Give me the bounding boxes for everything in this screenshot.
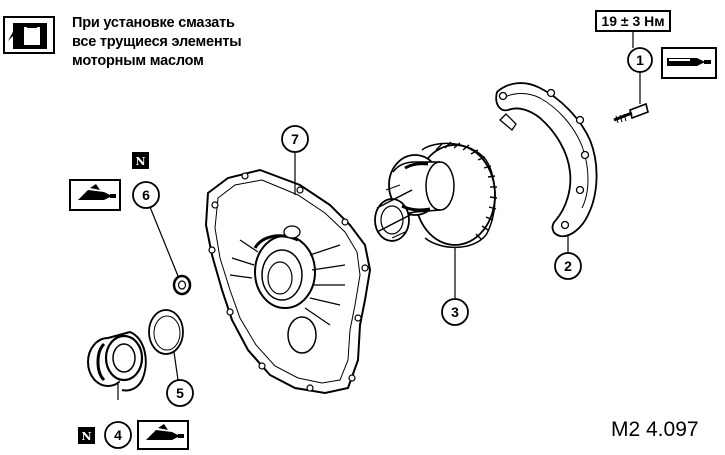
gear-assembly-part	[374, 141, 498, 249]
new-part-badge: N	[78, 427, 95, 444]
callout-2: 2	[554, 252, 582, 280]
callout-3: 3	[441, 298, 469, 326]
small-seal-part	[172, 274, 192, 296]
bolt-part	[613, 102, 649, 124]
callout-7: 7	[281, 125, 309, 153]
svg-text:3: 3	[451, 304, 459, 320]
callout-4: 4	[104, 421, 132, 449]
callout-5: 5	[166, 379, 194, 407]
badge-label: N	[81, 430, 91, 443]
svg-text:2: 2	[564, 258, 572, 274]
svg-text:1: 1	[636, 52, 644, 68]
svg-text:4: 4	[114, 427, 122, 443]
svg-text:6: 6	[142, 187, 150, 203]
oil-seal-part	[87, 330, 147, 392]
callout-1: 1	[627, 47, 653, 73]
svg-text:5: 5	[176, 385, 184, 401]
badge-label: N	[135, 155, 145, 168]
leader-line-5	[173, 351, 179, 381]
leader-line-6	[149, 206, 179, 277]
lubrication-note: При установке смазать все трущиеся элеме…	[72, 14, 242, 71]
svg-text:7: 7	[291, 131, 299, 147]
grease-gun-icon	[69, 179, 121, 211]
housing-cover-part	[204, 168, 372, 395]
figure-code: M2 4.097	[611, 418, 699, 441]
note-line-3: моторным маслом	[72, 53, 204, 69]
washer-part	[148, 309, 184, 355]
callout-6: 6	[132, 181, 160, 209]
grease-gun-icon	[137, 420, 189, 450]
oil-can-icon	[3, 16, 55, 54]
sealant-tube-icon	[661, 47, 717, 79]
note-line-1: При установке смазать	[72, 15, 235, 31]
gasket-plate-part	[495, 82, 598, 238]
new-part-badge: N	[132, 152, 149, 169]
note-line-2: все трущиеся элементы	[72, 34, 242, 50]
torque-spec-box: 19 ± 3 Нм	[595, 10, 671, 32]
